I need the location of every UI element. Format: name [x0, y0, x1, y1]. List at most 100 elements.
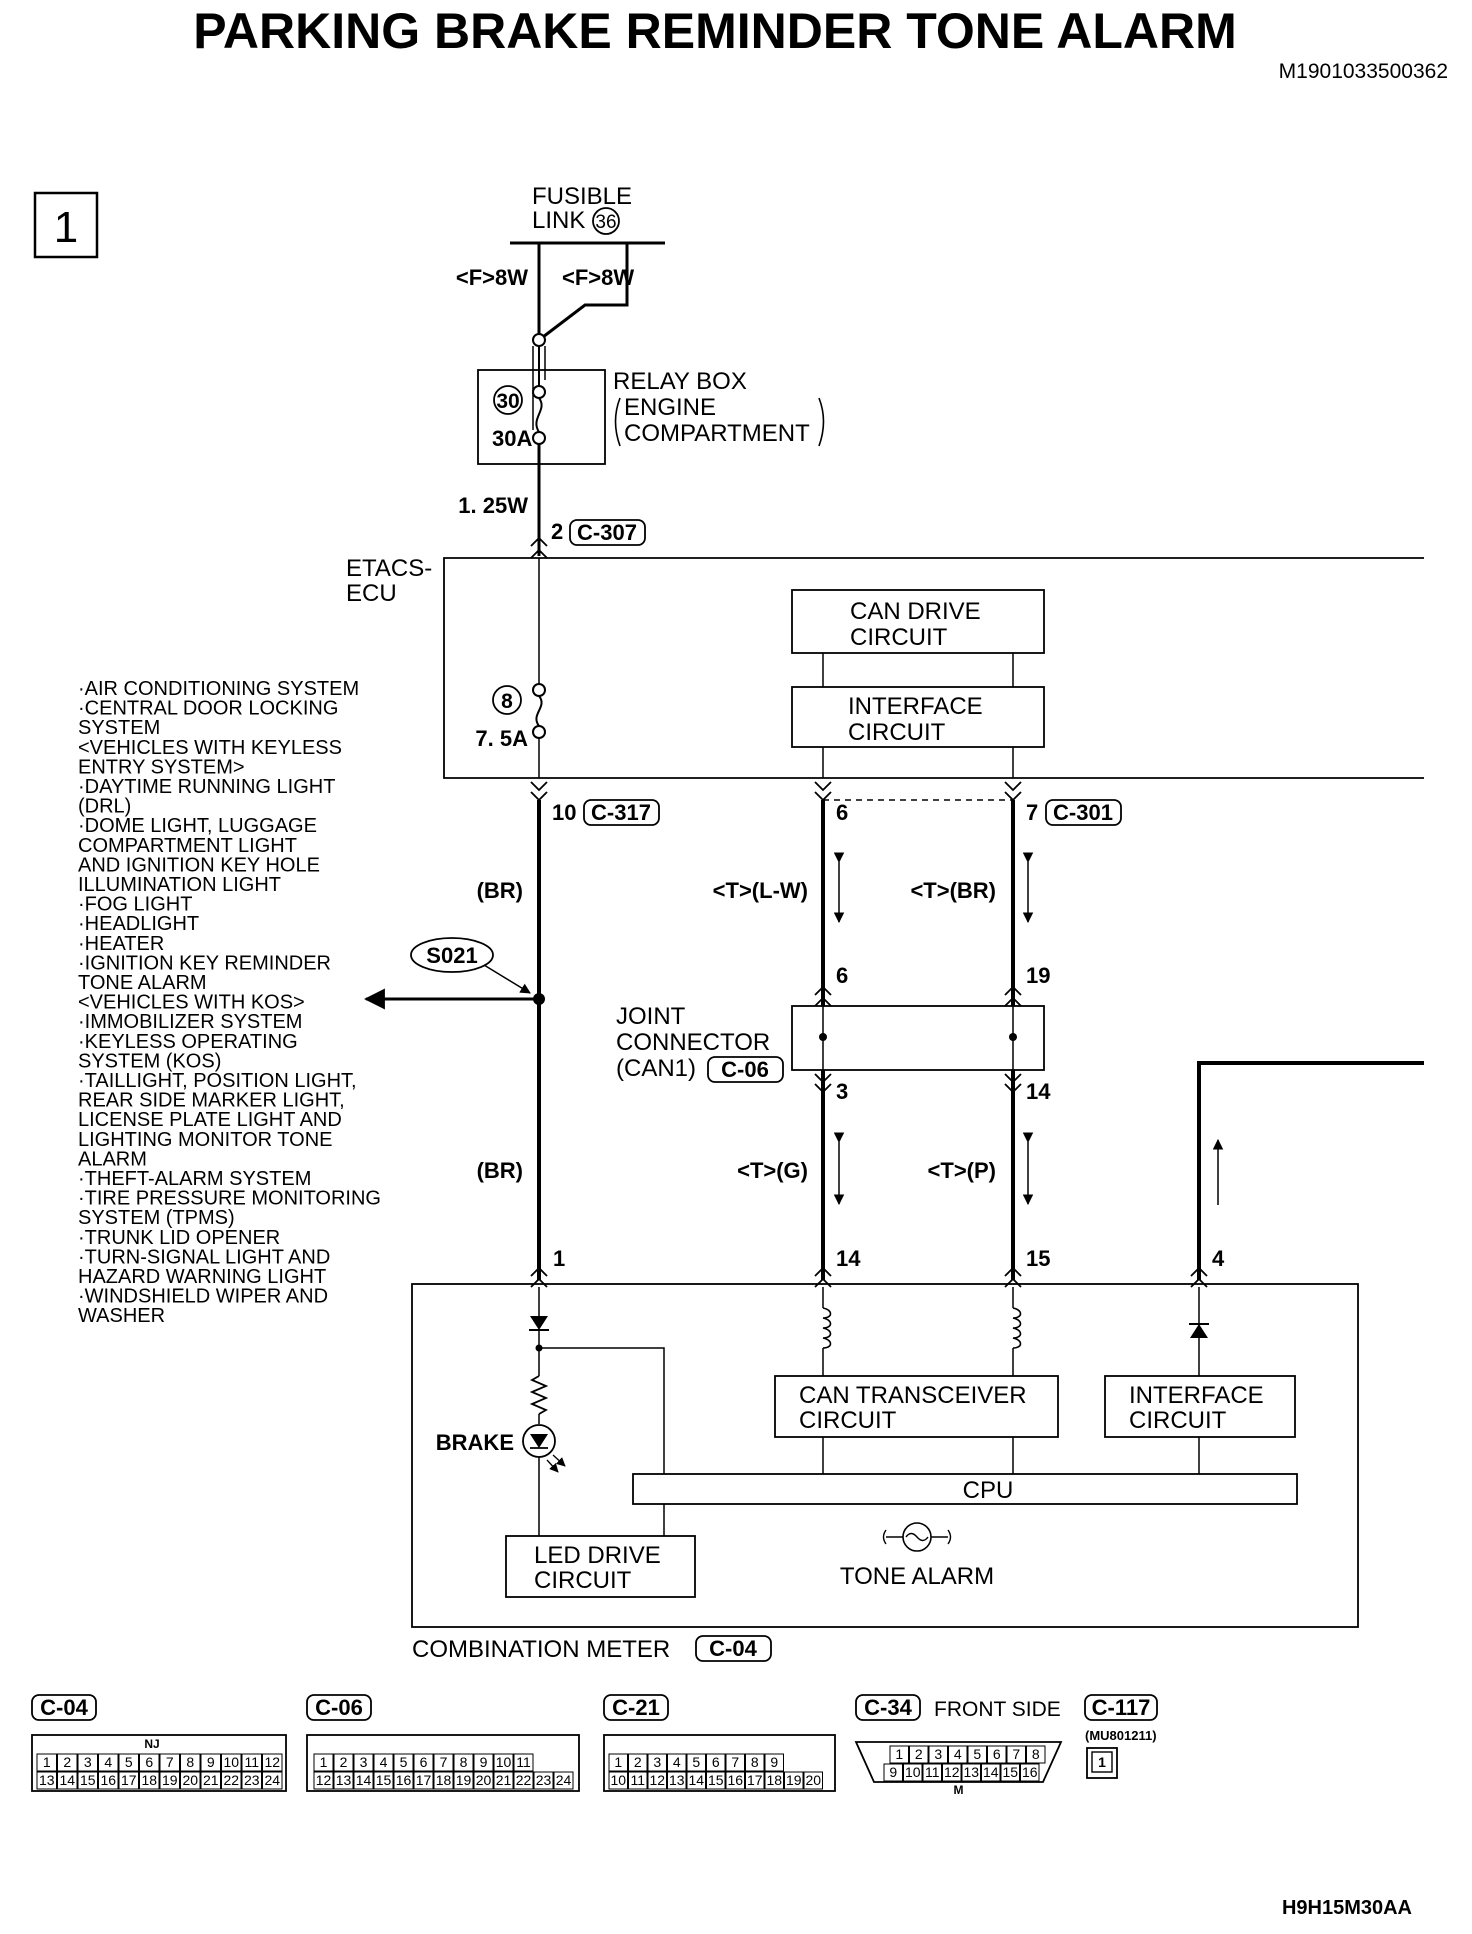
- system-list-item: LIGHTING MONITOR TONE: [78, 1129, 332, 1151]
- cpu-box: [632, 1473, 1298, 1505]
- system-list-item: ·TRUNK LID OPENER: [78, 1227, 280, 1249]
- connector-pin-cell: [453, 1753, 474, 1772]
- pin-1: 1: [553, 1246, 565, 1271]
- can-transceiver-circuit-label: CAN TRANSCEIVER: [799, 1382, 1027, 1409]
- led-light-ray-2: [546, 1459, 559, 1473]
- system-list-item: ALARM: [78, 1148, 147, 1170]
- buzzer-symbol: [905, 1532, 929, 1542]
- connector-pin-cell: [745, 1771, 765, 1790]
- system-list-item: ·DOME LIGHT, LUGGAGE: [78, 815, 317, 837]
- connector-id-box: [855, 1694, 921, 1721]
- connector-pin-cell: [628, 1771, 648, 1790]
- connector-pin: 15: [80, 1772, 96, 1788]
- connector-pin-cell: [36, 1771, 57, 1790]
- connector-pin-cell: [981, 1763, 1001, 1782]
- etacs-label-2: ECU: [346, 580, 397, 607]
- connector-pin: 1: [895, 1746, 903, 1762]
- connector-pin-cell: [200, 1753, 221, 1772]
- fusible-link-number-circle: [592, 207, 620, 235]
- brake-label: BRAKE: [436, 1430, 514, 1455]
- connector-pin-cell: [1026, 1745, 1046, 1764]
- connector-box-c04: [695, 1635, 772, 1662]
- system-list-item: ·IMMOBILIZER SYSTEM: [78, 1011, 302, 1033]
- system-list-item: ·TAILLIGHT, POSITION LIGHT,: [78, 1070, 357, 1092]
- connector-outline: [31, 1734, 287, 1792]
- connector-pin-cell: [803, 1771, 823, 1790]
- connector-pin: 5: [692, 1754, 700, 1770]
- connector-pin-cell: [513, 1771, 534, 1790]
- connector-pin-cell: [57, 1753, 78, 1772]
- relay-box-paren-left: [614, 397, 621, 447]
- connector-pin: 8: [1032, 1746, 1040, 1762]
- wire-label-t-br: <T>(BR): [910, 878, 996, 903]
- connector-view-c-117: C-117(MU801211)1: [1084, 1694, 1158, 1779]
- connector-pin-cell: [473, 1771, 494, 1790]
- connector-pin-cell: [764, 1753, 784, 1772]
- connector-pin-cell: [333, 1753, 354, 1772]
- connector-pin-cell: [159, 1753, 180, 1772]
- joint-mark-out-b-2: [1004, 1083, 1022, 1094]
- connector-pin: 6: [993, 1746, 1001, 1762]
- connector-pin: 14: [356, 1772, 372, 1788]
- meter-mark-14: [814, 1266, 832, 1277]
- etacs-interface-circuit-box: [791, 686, 1045, 748]
- connector-pin-cell: [1006, 1745, 1026, 1764]
- meter-interface-circuit-box: [1104, 1375, 1296, 1438]
- combination-meter-box: [411, 1283, 1359, 1628]
- connector-pin: 4: [673, 1754, 681, 1770]
- joint-connector-label-3: (CAN1): [616, 1055, 696, 1082]
- connector-pin: 12: [264, 1754, 280, 1770]
- system-list-item: WASHER: [78, 1305, 165, 1327]
- connector-pin: 6: [145, 1754, 153, 1770]
- meter-interface-circuit-label: INTERFACE: [1129, 1382, 1264, 1409]
- connector-pin: 15: [376, 1772, 392, 1788]
- connector-pin: 14: [983, 1764, 999, 1780]
- connector-pin: 12: [316, 1772, 332, 1788]
- connector-pin: 15: [1002, 1764, 1018, 1780]
- connector-pin: 17: [121, 1772, 137, 1788]
- brake-led-diode: [530, 1434, 548, 1448]
- etacs-fuse-terminal-top: [532, 683, 546, 697]
- connector-mark-c317: [530, 781, 548, 792]
- connector-mark-c307: [530, 536, 548, 547]
- etacs-fuse-terminal-bottom: [532, 725, 546, 739]
- buzzer-lead-left: [882, 1529, 903, 1545]
- connector-pin-cell: [98, 1771, 119, 1790]
- connector-pin-cell: [1020, 1763, 1040, 1782]
- connector-c04: C-04: [709, 1636, 757, 1661]
- can-drive-circuit-box: [791, 589, 1045, 654]
- connector-pin: 12: [944, 1764, 960, 1780]
- system-list-item: ·THEFT-ALARM SYSTEM: [78, 1168, 311, 1190]
- joint-mark-out-b: [1004, 1073, 1022, 1084]
- connector-id-box: [306, 1694, 372, 1721]
- relay-box-paren-right: [818, 397, 825, 447]
- system-list-item: TONE ALARM: [78, 972, 207, 994]
- connector-pin: 19: [786, 1772, 802, 1788]
- connector-pin: 22: [516, 1772, 532, 1788]
- wire-f8w-right: [538, 243, 629, 342]
- can-transceiver-circuit-label-2: CIRCUIT: [799, 1407, 897, 1434]
- system-list-item: ·WINDSHIELD WIPER AND: [78, 1286, 328, 1308]
- connector-mark-c301-a: [814, 781, 832, 792]
- connector-pin-cell: [180, 1771, 201, 1790]
- fusible-link-label-2: LINK: [532, 207, 585, 234]
- connector-pin: 20: [182, 1772, 198, 1788]
- joint-connector-label: JOINT: [616, 1003, 686, 1030]
- connector-pin-cell: [221, 1771, 242, 1790]
- connector-pin-cell: [139, 1771, 160, 1790]
- connector-pin-cell: [241, 1753, 262, 1772]
- connector-pin: 11: [630, 1772, 645, 1788]
- connector-pin-cell: [903, 1763, 923, 1782]
- connector-c301: C-301: [1053, 800, 1113, 825]
- connector-pin-cell: [262, 1771, 283, 1790]
- connector-pin-cell: [725, 1771, 745, 1790]
- connector-pin: 13: [336, 1772, 352, 1788]
- connector-pin-cell: [493, 1771, 514, 1790]
- led-drive-circuit-label: LED DRIVE: [534, 1542, 661, 1569]
- pin-19: 19: [1026, 963, 1050, 988]
- system-list-item: ·HEATER: [78, 933, 164, 955]
- connector-pin: 8: [751, 1754, 759, 1770]
- connector-pin-cell: [262, 1753, 283, 1772]
- system-list-item: ·TIRE PRESSURE MONITORING: [78, 1188, 381, 1210]
